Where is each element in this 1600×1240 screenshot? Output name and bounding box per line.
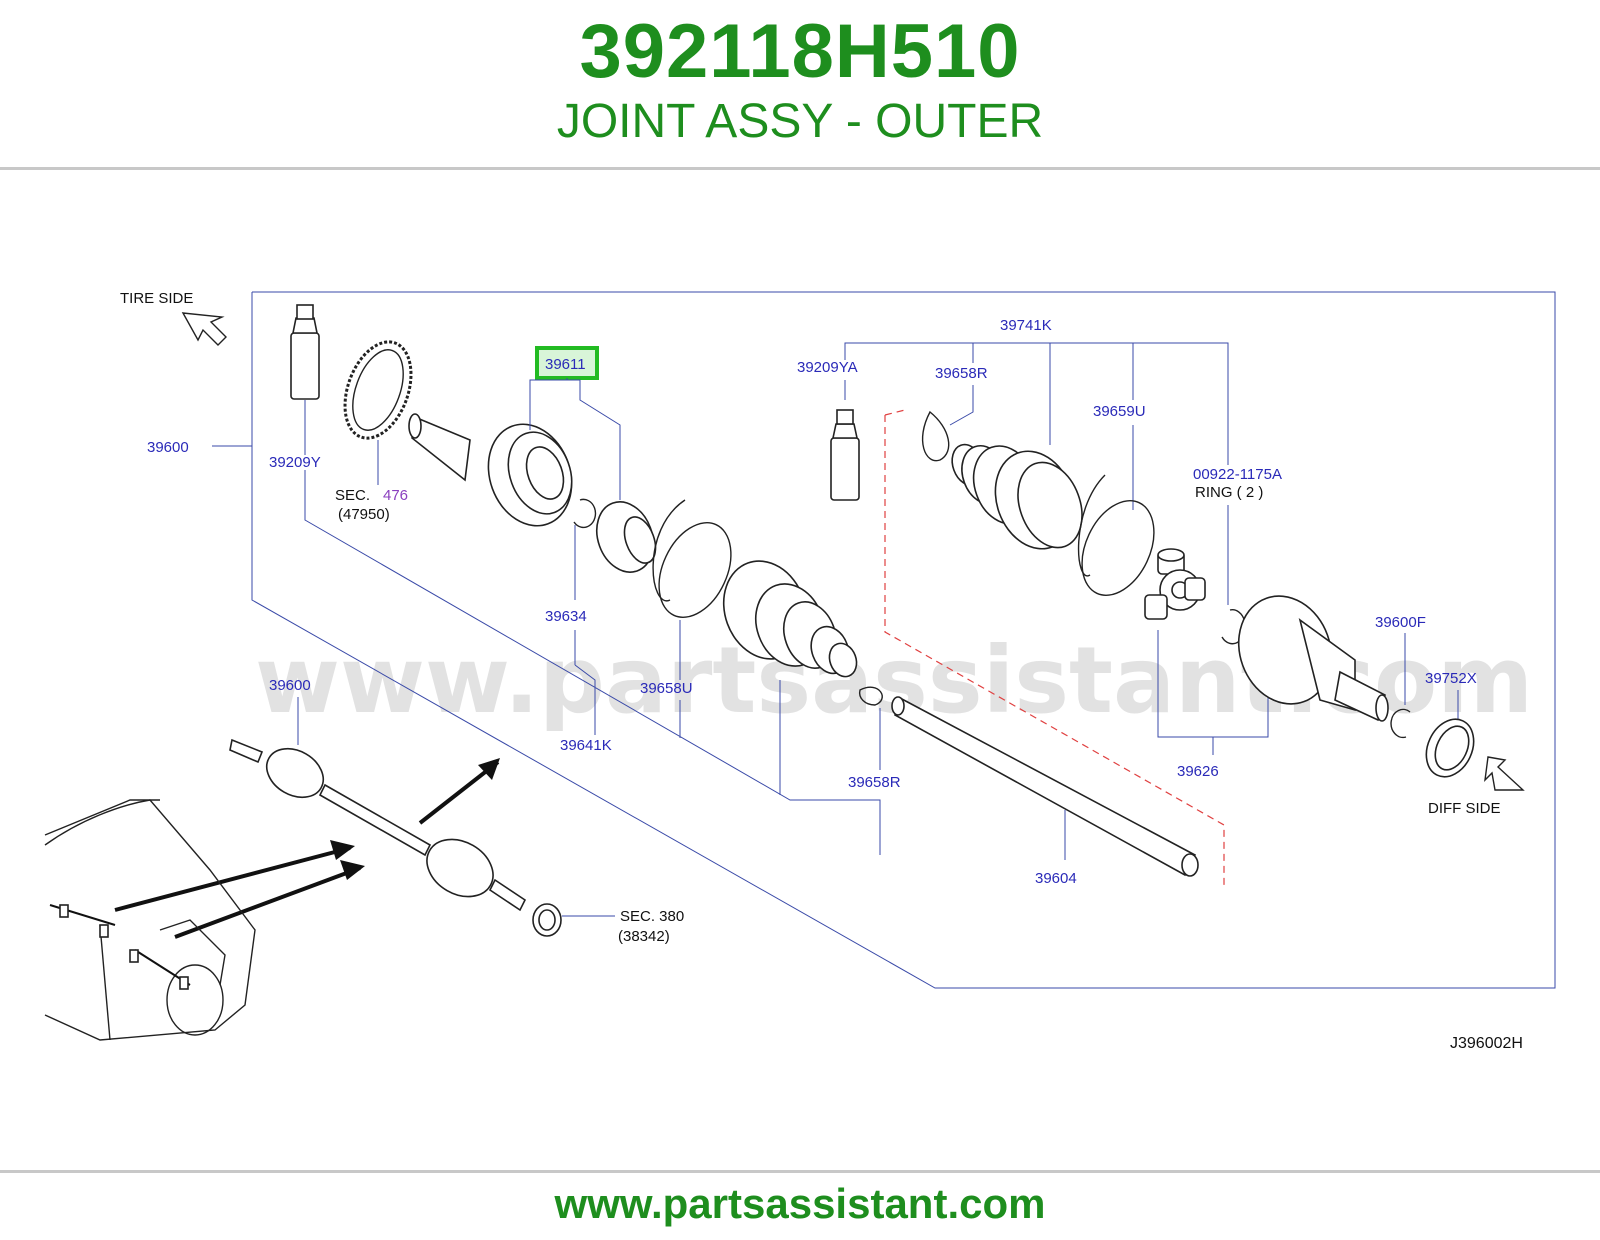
label-39626[interactable]: 39626: [1177, 763, 1219, 780]
vehicle-sketch: [44, 799, 256, 1041]
label-39658U[interactable]: 39658U: [640, 680, 693, 697]
kit-boundary-top: [884, 409, 906, 416]
outer-joint-39611[interactable]: [408, 412, 585, 537]
assembly-frame: [251, 291, 1556, 989]
label-39634[interactable]: 39634: [545, 608, 587, 625]
boot-clip-39658R-upper[interactable]: [921, 410, 950, 462]
label-00922-1175A[interactable]: 00922-1175A: [1193, 466, 1282, 483]
outer-boot[interactable]: [710, 549, 861, 680]
tire-side-label: TIRE SIDE: [120, 290, 193, 307]
shaft-assembly-overview[interactable]: [229, 738, 562, 937]
header-divider: [0, 167, 1600, 170]
sec380-label: SEC. 380: [620, 908, 684, 925]
sec380-ref: (38342): [618, 928, 670, 945]
sec476-ref: (47950): [338, 506, 390, 523]
leader-39611: [529, 379, 621, 500]
tripod-joint-39626[interactable]: [1144, 548, 1206, 620]
drive-shaft-39604[interactable]: [891, 696, 1199, 877]
kit-boundary-dashed: [884, 415, 1225, 886]
label-39209Y[interactable]: 39209Y: [269, 454, 321, 471]
label-39209YA[interactable]: 39209YA: [797, 359, 858, 376]
label-39604[interactable]: 39604: [1035, 870, 1077, 887]
sec476-prefix: SEC.: [335, 487, 370, 504]
label-39600[interactable]: 39600: [147, 439, 189, 456]
diff-side-label: DIFF SIDE: [1428, 800, 1501, 817]
inner-housing-39600F[interactable]: [1224, 583, 1389, 722]
sec476-number[interactable]: 476: [383, 487, 408, 504]
boot-clip-39658R-lower[interactable]: [858, 686, 883, 706]
highlight-box-39611: [535, 346, 599, 380]
seal-39752X[interactable]: [1417, 712, 1482, 785]
label-39658R-lower[interactable]: 39658R: [848, 774, 901, 791]
label-39611[interactable]: 39611: [545, 356, 586, 373]
label-39741K[interactable]: 39741K: [1000, 317, 1052, 334]
leader-39658R-upper: [949, 385, 974, 426]
grease-tube-39209YA[interactable]: [830, 409, 860, 501]
label-39641K[interactable]: 39641K: [560, 737, 612, 754]
leader-39209Y-frame: [304, 470, 881, 855]
ring-quantity: RING ( 2 ): [1195, 484, 1263, 501]
footer-divider: [0, 1170, 1600, 1173]
label-39600-lower[interactable]: 39600: [269, 677, 311, 694]
boot-band-39659U[interactable]: [1068, 474, 1168, 607]
header: 392118H510 JOINT ASSY - OUTER: [0, 0, 1600, 168]
label-39752X[interactable]: 39752X: [1425, 670, 1477, 687]
boot-band-39658U[interactable]: [645, 499, 745, 629]
part-name: JOINT ASSY - OUTER: [556, 95, 1044, 148]
inner-boot[interactable]: [947, 437, 1094, 560]
location-arrow-3: [174, 866, 361, 939]
tire-side-arrow-icon: [181, 312, 227, 346]
leader-39641K: [574, 664, 596, 735]
label-39600F[interactable]: 39600F: [1375, 614, 1426, 631]
diff-side-arrow-icon: [1484, 756, 1525, 791]
footer-url[interactable]: www.partsassistant.com: [554, 1180, 1046, 1227]
part-number: 392118H510: [579, 9, 1021, 94]
snap-ring-39600F[interactable]: [1390, 708, 1411, 739]
label-39659U[interactable]: 39659U: [1093, 403, 1146, 420]
sensor-ring-sec476[interactable]: [333, 333, 424, 447]
location-arrow-2: [114, 846, 351, 912]
leader-39741K: [844, 342, 1229, 465]
snap-ring-39634[interactable]: [573, 498, 597, 529]
ball-cage-39641K[interactable]: [587, 494, 662, 580]
diagram-code: J396002H: [1450, 1035, 1523, 1052]
grease-tube-39209Y[interactable]: [290, 304, 320, 400]
label-39658R-upper[interactable]: 39658R: [935, 365, 988, 382]
